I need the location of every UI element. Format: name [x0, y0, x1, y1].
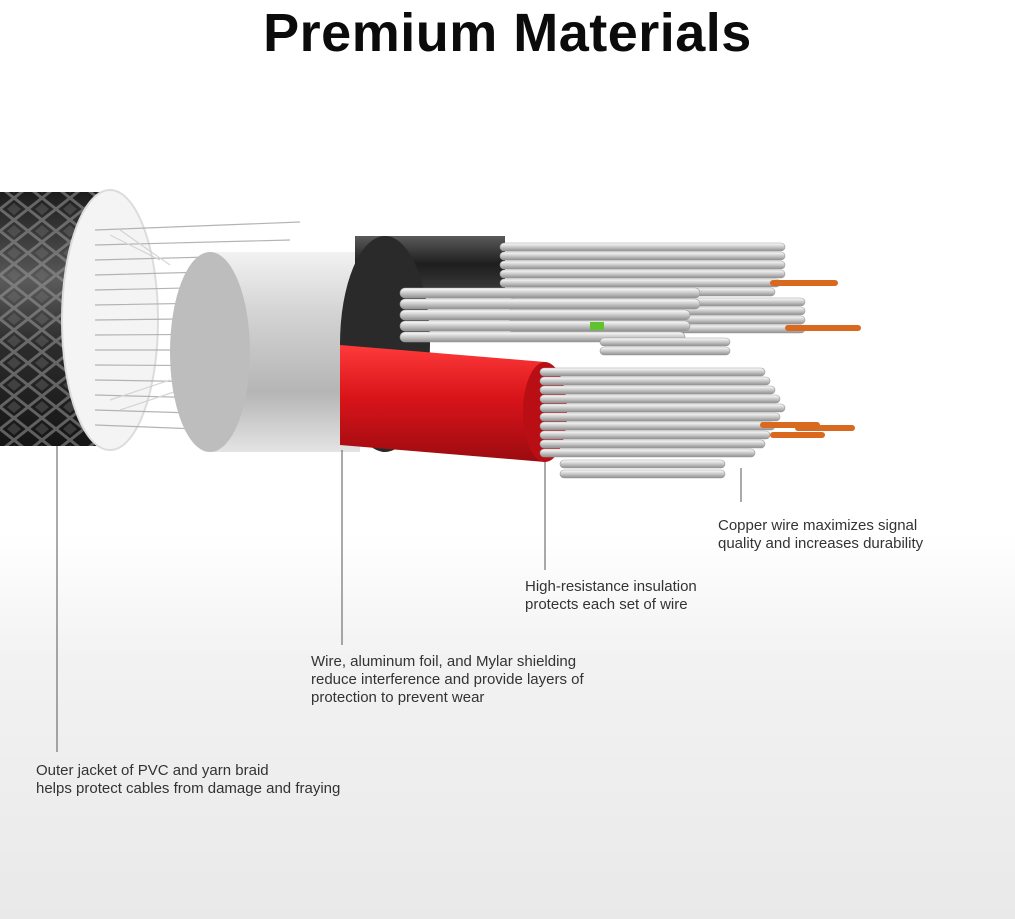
- callout-line: reduce interference and provide layers o…: [311, 671, 584, 688]
- callout-line: Outer jacket of PVC and yarn braid: [36, 762, 269, 779]
- callout-outer-jacket: Outer jacket of PVC and yarn braid helps…: [36, 762, 396, 798]
- callout-line: helps protect cables from damage and fra…: [36, 780, 341, 797]
- callout-line: protection to prevent wear: [311, 689, 485, 706]
- callout-line: quality and increases durability: [718, 535, 924, 552]
- callout-line: High-resistance insulation: [525, 578, 697, 595]
- callout-line: protects each set of wire: [525, 596, 688, 613]
- copper-wires-lower: [760, 422, 855, 438]
- callout-line: Wire, aluminum foil, and Mylar shielding: [311, 653, 577, 670]
- aluminum-foil-layer: [170, 252, 360, 452]
- callout-insulation: High-resistance insulation protects each…: [525, 578, 885, 614]
- lower-wire-bundle: [539, 367, 786, 479]
- red-insulation: [340, 345, 567, 462]
- upper-wire-bundle: [399, 242, 806, 356]
- copper-wires-upper: [770, 280, 861, 331]
- page-title: Premium Materials: [263, 3, 752, 63]
- callout-copper-wire: Copper wire maximizes signal quality and…: [718, 517, 1015, 553]
- callout-line: Copper wire maximizes signal: [718, 517, 918, 534]
- leader-lines: [56, 446, 742, 752]
- callout-shielding: Wire, aluminum foil, and Mylar shielding…: [311, 653, 671, 707]
